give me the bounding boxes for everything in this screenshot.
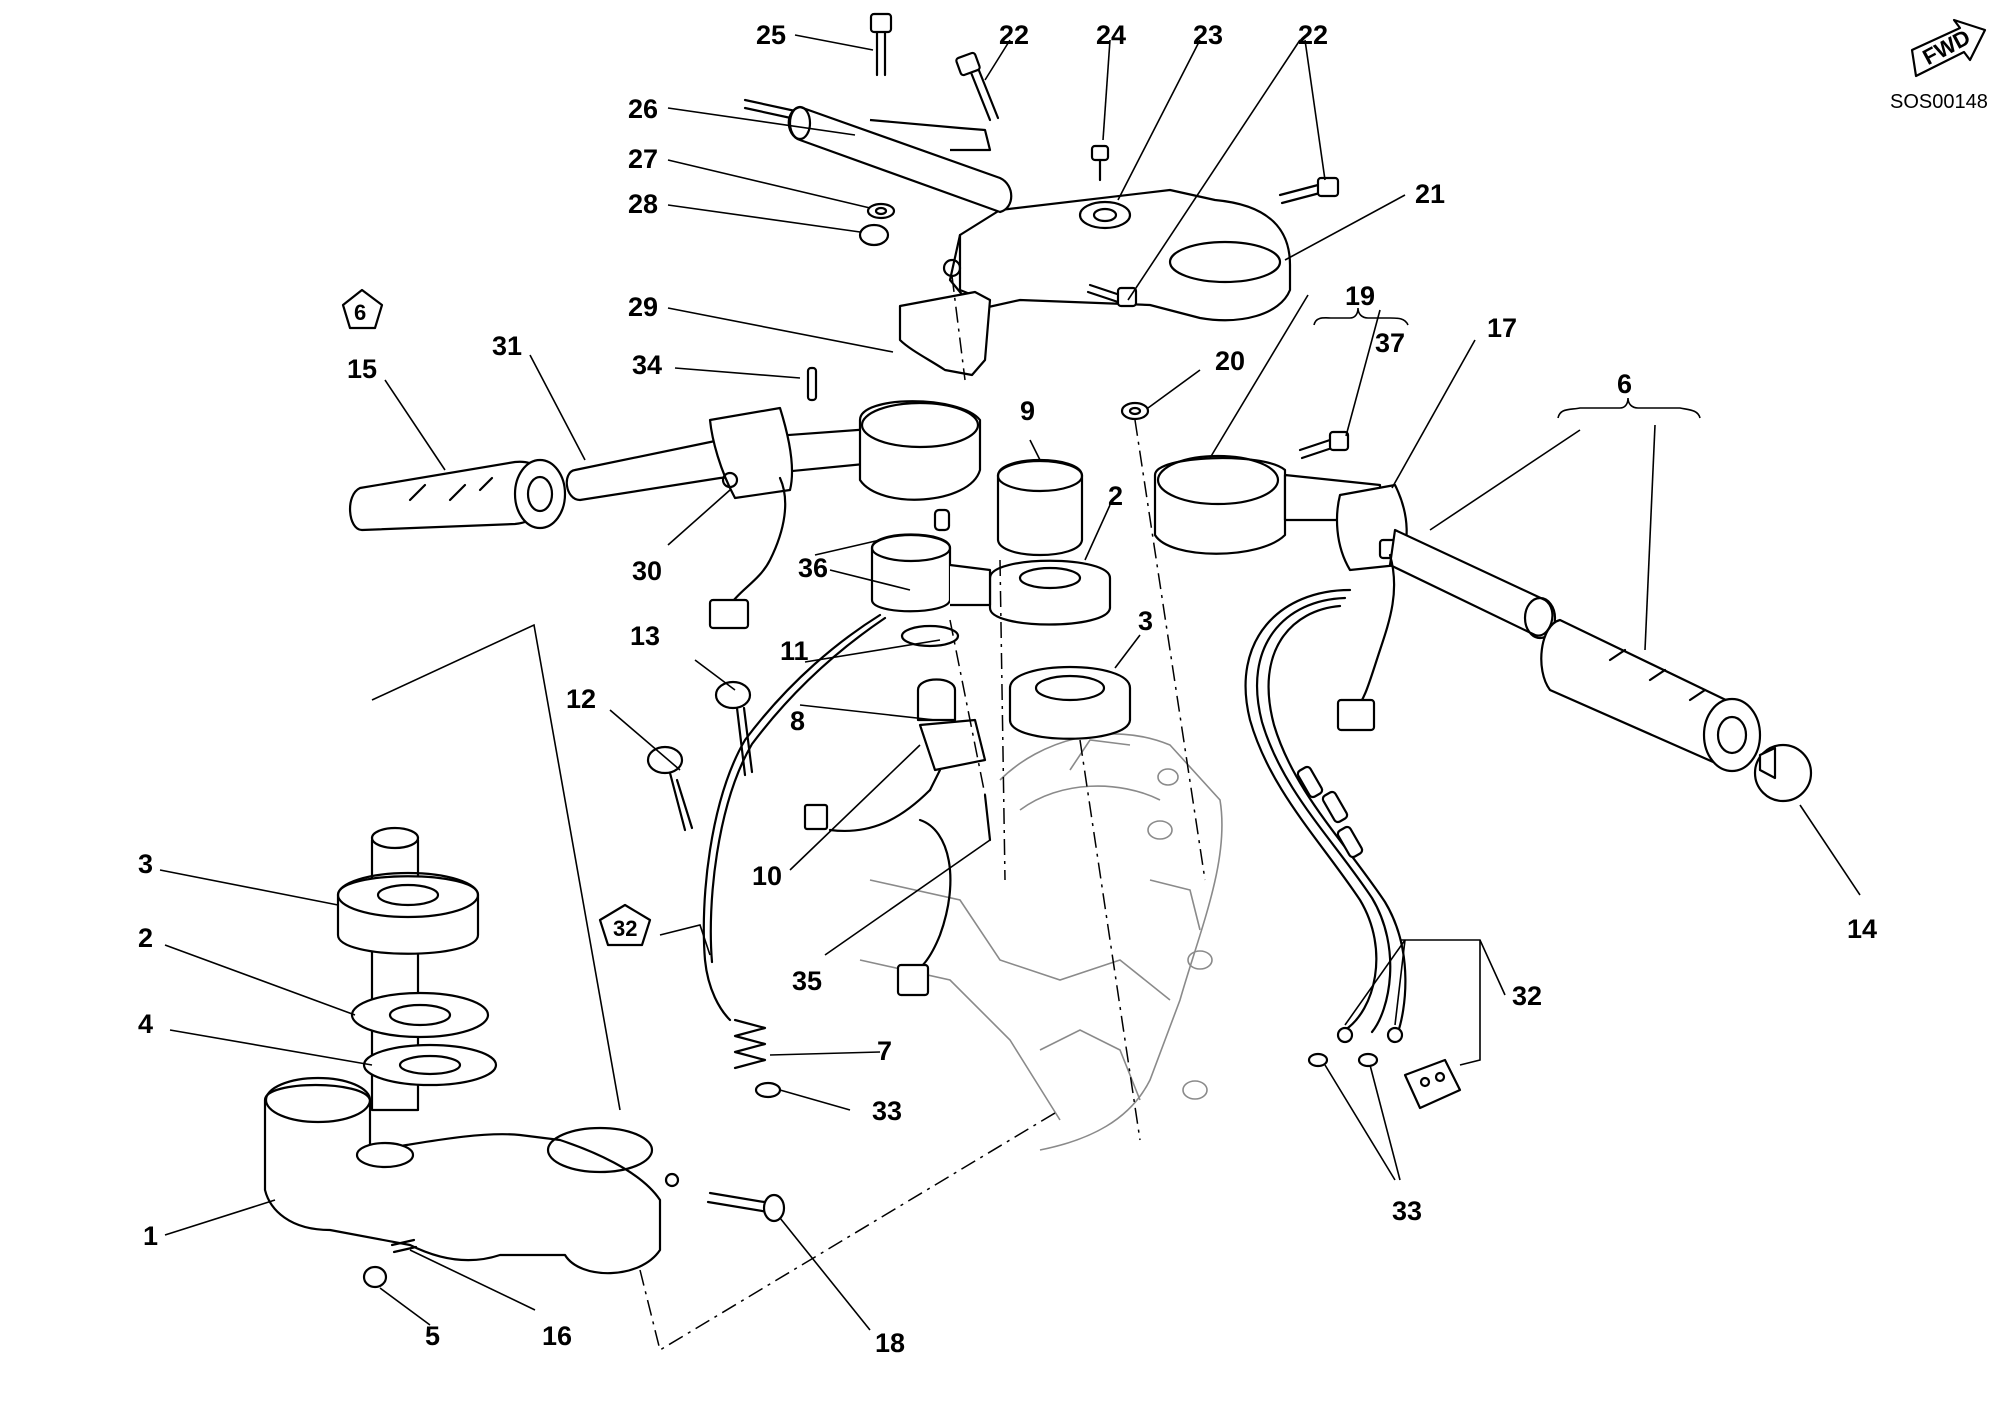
- callout-1: 1: [143, 1221, 158, 1251]
- bar-end-14: [1753, 743, 1813, 803]
- callout-2-left: 2: [138, 923, 153, 953]
- callout-15: 15: [347, 354, 377, 384]
- callout-32-right: 32: [1512, 981, 1542, 1011]
- callout-21: 21: [1415, 179, 1445, 209]
- callout-labels: 25 22 24 23 22 26 27 28 21 29 34 19 37 1…: [138, 20, 1877, 1358]
- upper-triple-clamp: [942, 188, 1292, 322]
- callout-30: 30: [632, 556, 662, 586]
- right-throttle-tube: [1388, 528, 1557, 640]
- damper-bracket-29: [898, 290, 992, 377]
- callout-23: 23: [1193, 20, 1223, 50]
- pin-34: [806, 366, 818, 402]
- right-wiring: [1336, 553, 1396, 732]
- choke-cable: [702, 613, 887, 1022]
- right-grip: [1540, 618, 1762, 773]
- nut-5: [362, 1265, 388, 1289]
- ignition-lock-10: [803, 678, 987, 832]
- screw-16: [390, 1238, 418, 1254]
- left-switch-housing: [708, 406, 794, 500]
- callout-5: 5: [425, 1321, 440, 1351]
- callout-20: 20: [1215, 346, 1245, 376]
- kit-marker-6: [341, 288, 384, 330]
- callout-2-right: 2: [1108, 481, 1123, 511]
- callout-18: 18: [875, 1328, 905, 1358]
- sensor-35: [896, 793, 992, 997]
- callout-37: 37: [1375, 328, 1405, 358]
- frame-outline: [859, 733, 1223, 1151]
- ignition-body-11: [870, 508, 992, 613]
- callout-8: 8: [790, 706, 805, 736]
- bolt-37: [1298, 430, 1350, 460]
- callout-29: 29: [628, 292, 658, 322]
- drawing-reference-code: SOS00148: [1890, 91, 1988, 113]
- lower-triple-clamp: [263, 1076, 680, 1275]
- callout-35: 35: [792, 966, 822, 996]
- callout-34: 34: [632, 350, 662, 380]
- throttle-cables: [1244, 588, 1462, 1110]
- ignition-seal-2: [988, 559, 1112, 626]
- leader-lines: [159, 34, 1861, 1331]
- bearing-3-right: [1008, 665, 1132, 740]
- bolt-18: [706, 1191, 786, 1223]
- callout-3-left: 3: [138, 849, 153, 879]
- callout-32-kit: 32: [613, 916, 637, 941]
- callout-6-right: 6: [1617, 369, 1632, 399]
- callout-6-kit: 6: [354, 300, 366, 325]
- assembly-lines: [371, 275, 1206, 1352]
- callout-12: 12: [566, 684, 596, 714]
- callout-25: 25: [756, 20, 786, 50]
- callout-22-right: 22: [1298, 20, 1328, 50]
- right-clip-on-clamp: [1153, 454, 1382, 555]
- key-13: [714, 680, 754, 777]
- ring-8: [900, 624, 960, 648]
- callout-26: 26: [628, 94, 658, 124]
- callout-10: 10: [752, 861, 782, 891]
- callout-28: 28: [628, 189, 658, 219]
- group-brackets: [1313, 307, 1701, 419]
- callout-9: 9: [1020, 396, 1035, 426]
- bearing-3-left: [336, 871, 480, 955]
- spring-7: [733, 1018, 782, 1099]
- callout-11: 11: [780, 636, 809, 666]
- forward-direction-marker: FWD: [1910, 18, 1987, 78]
- seal-2-left: [350, 991, 490, 1039]
- left-clip-on-clamp: [858, 400, 982, 501]
- left-switch-wiring: [708, 476, 787, 630]
- left-grip: [348, 458, 567, 532]
- callout-14: 14: [1847, 914, 1877, 944]
- callout-19: 19: [1345, 281, 1375, 311]
- key-12: [646, 745, 694, 832]
- fwd-label: FWD: [1918, 24, 1974, 70]
- callout-16: 16: [542, 1321, 572, 1351]
- kit-marker-32: [598, 903, 652, 947]
- callout-13: 13: [630, 621, 660, 651]
- callout-33-left: 33: [872, 1096, 902, 1126]
- callout-31: 31: [492, 331, 522, 361]
- ignition-cover-9: [996, 459, 1084, 556]
- callout-36: 36: [798, 553, 828, 583]
- callout-17: 17: [1487, 313, 1517, 343]
- callout-7: 7: [877, 1036, 892, 1066]
- washer-4: [362, 1043, 498, 1087]
- bolts-top: [858, 12, 1340, 421]
- callout-27: 27: [628, 144, 658, 174]
- callout-33-right: 33: [1392, 1196, 1422, 1226]
- callout-4: 4: [138, 1009, 153, 1039]
- callout-22-top: 22: [999, 20, 1029, 50]
- callout-3-right: 3: [1138, 606, 1153, 636]
- steering-damper: [743, 98, 1013, 214]
- callout-24: 24: [1096, 20, 1126, 50]
